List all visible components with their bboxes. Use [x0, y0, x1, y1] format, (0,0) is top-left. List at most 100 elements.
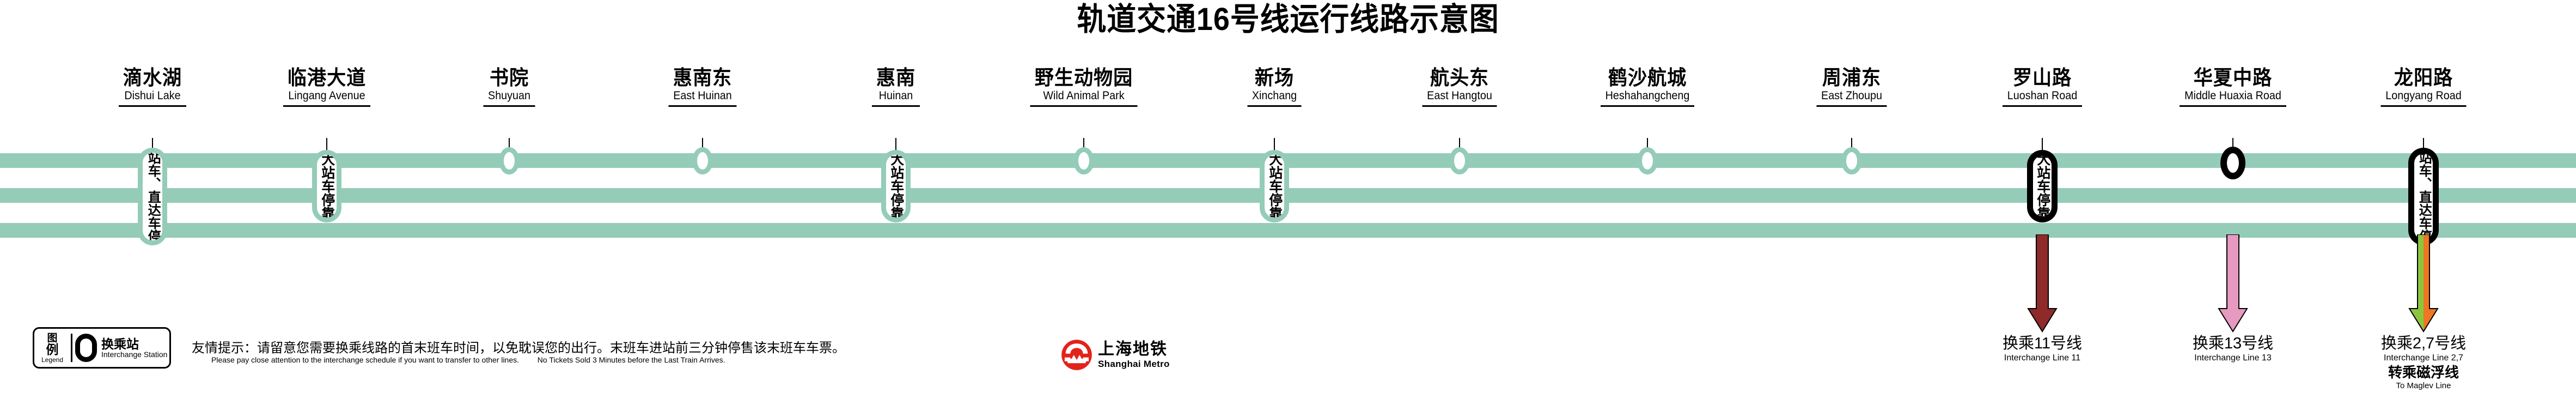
station-marker-inner: 大站车、直达车停靠 [2414, 154, 2433, 239]
station-name-en: Dishui Lake [124, 89, 181, 102]
station-name-cn: 临港大道 [287, 67, 367, 89]
station-marker-wild-animal-park[interactable] [1073, 147, 1094, 174]
notice-en-1: Please pay close attention to the interc… [211, 355, 520, 365]
station-marker-east-zhoupu[interactable] [1841, 147, 1862, 174]
station-marker-east-hangtou[interactable] [1449, 147, 1470, 174]
interchange-label-en: Interchange Line 13 [2194, 353, 2272, 363]
arrow-half-0 [2409, 234, 2424, 331]
station-marker-inner: 大站车、直达车停靠 [143, 153, 162, 240]
station-name-en: Shuyuan [488, 89, 530, 102]
interchange-marker-hole [2227, 153, 2239, 173]
station-name-cn: 新场 [1254, 67, 1295, 89]
station-marker-dishui-lake[interactable]: 大站车、直达车停靠 [138, 148, 167, 245]
station-name-en: Middle Huaxia Road [2184, 89, 2281, 102]
legend-box: 图 例 Legend 换乘站 Interchange Station [33, 327, 171, 369]
legend-item-en: Interchange Station [101, 349, 168, 359]
station-name-cn: 周浦东 [1822, 67, 1882, 89]
station-name-cn: 惠南 [876, 67, 916, 89]
track-line-bottom [0, 223, 2576, 238]
brand-name-cn: 上海地铁 [1098, 340, 1168, 358]
legend-title: 图 例 Legend [34, 333, 68, 363]
station-name-en: Heshahangcheng [1605, 89, 1690, 102]
station-marker-inner: 大站车停靠 [886, 155, 906, 218]
station-name-cn: 罗山路 [2012, 67, 2072, 89]
station-marker-heshahangcheng[interactable] [1637, 147, 1658, 174]
station-leader-line [2232, 138, 2233, 154]
station-name-en: East Hangtou [1427, 89, 1492, 102]
station-label-rule [1422, 105, 1497, 107]
station-marker-huinan[interactable]: 大站车停靠 [881, 150, 911, 222]
station-marker-hole [1846, 152, 1857, 170]
station-marker-hole [1454, 152, 1465, 170]
interchange-arrow-1 [2218, 234, 2248, 333]
interchange-label-en-2: To Maglev Line [2396, 381, 2451, 390]
station-marker-luoshan-road[interactable]: 大站车停靠 [2027, 150, 2058, 222]
interchange-arrow-0 [2027, 234, 2058, 333]
station-label-rule [668, 105, 737, 107]
station-marker-xinchang[interactable]: 大站车停靠 [1260, 150, 1289, 222]
station-leader-line [326, 138, 327, 152]
station-marker-inner: 大站车停靠 [317, 155, 337, 218]
stop-type-note: 大站车停靠 [2035, 156, 2050, 216]
interchange-label-cn-2: 转乘磁浮线 [2388, 364, 2459, 381]
station-leader-line [1083, 138, 1084, 154]
station-leader-line [2042, 138, 2043, 152]
legend-item-cn: 换乘站 [101, 336, 139, 351]
station-leader-line [1647, 138, 1648, 154]
arrow-shape [2027, 234, 2058, 333]
station-name-en: Lingang Avenue [288, 89, 365, 102]
brand-block: 上海地铁 Shanghai Metro [1061, 339, 1170, 371]
legend-title-cn-1: 图 [47, 332, 58, 344]
station-name-cn: 华夏中路 [2193, 67, 2273, 89]
station-marker-shuyuan[interactable] [499, 147, 520, 174]
station-marker-east-huinan[interactable] [692, 147, 713, 174]
station-leader-line [1851, 138, 1852, 154]
station-name-en: East Huinan [673, 89, 732, 102]
station-marker-hole [1642, 152, 1653, 170]
notice-en: Please pay close attention to the interc… [211, 355, 845, 365]
interchange-ring-icon [75, 334, 97, 362]
station-leader-line [152, 138, 153, 152]
station-name-en: Wild Animal Park [1043, 89, 1125, 102]
station-leader-line [895, 138, 896, 152]
station-label-rule [1601, 105, 1694, 107]
station-leader-line [2423, 138, 2424, 152]
station-label-rule [1030, 105, 1138, 107]
interchange-label-cn: 换乘11号线 [2002, 335, 2083, 352]
station-label-rule [1816, 105, 1887, 107]
station-name-cn: 鹤沙航城 [1608, 67, 1687, 89]
interchange-arrow-2 [2408, 234, 2439, 333]
brand-text: 上海地铁 Shanghai Metro [1098, 341, 1170, 369]
station-marker-longyang-road[interactable]: 大站车、直达车停靠 [2408, 148, 2439, 245]
legend-item: 换乘站 Interchange Station [101, 337, 167, 359]
station-label-rule [483, 105, 535, 107]
legend-title-en: Legend [41, 355, 64, 364]
interchange-marker-middle-huaxia-road[interactable] [2220, 146, 2245, 179]
station-name-cn: 惠南东 [673, 67, 732, 89]
station-marker-hole [504, 152, 515, 170]
station-name-cn: 航头东 [1430, 67, 1490, 89]
station-leader-line [702, 138, 703, 154]
station-marker-lingang-avenue[interactable]: 大站车停靠 [312, 150, 341, 222]
interchange-label-cn: 换乘13号线 [2192, 335, 2274, 352]
station-name-en: Longyang Road [2385, 89, 2462, 102]
interchange-label-cn: 换乘2,7号线 [2380, 335, 2467, 352]
station-name-cn: 滴水湖 [123, 67, 182, 89]
shanghai-metro-logo-icon [1061, 340, 1092, 370]
station-name-cn: 野生动物园 [1034, 67, 1133, 89]
page-title: 轨道交通16号线运行线路示意图 [1077, 2, 1499, 37]
brand-name-en: Shanghai Metro [1098, 359, 1170, 369]
interchange-label-en: Interchange Line 2,7 [2384, 353, 2463, 363]
arrow-shape [2218, 234, 2248, 333]
